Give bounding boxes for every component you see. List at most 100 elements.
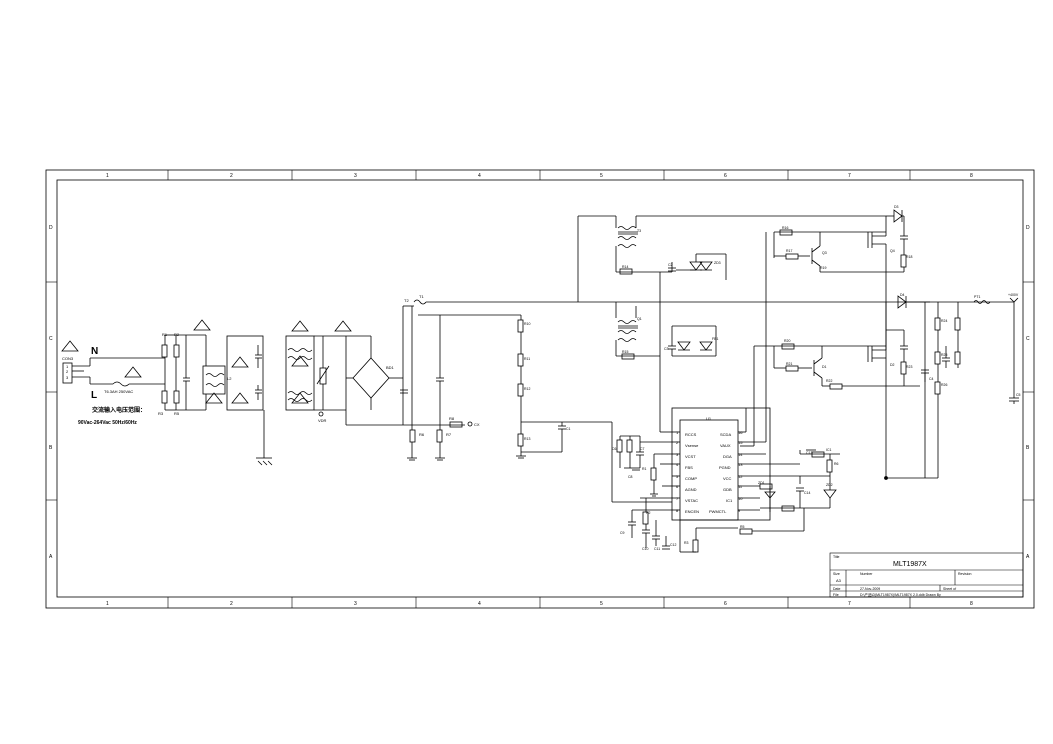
ref-label: R19	[820, 266, 826, 270]
ref-label: R26	[941, 383, 947, 387]
label-L2: T1	[419, 294, 424, 299]
drawing-title: MLT1987X	[893, 561, 927, 568]
ref-label: R5	[740, 525, 745, 529]
ic-pin-num: 16	[738, 430, 743, 435]
resistor	[692, 539, 699, 553]
transistor-q1	[811, 245, 821, 267]
ref-label: R25	[941, 353, 947, 357]
col-label: 2	[230, 173, 233, 179]
ic-pin-num: 8	[676, 508, 679, 513]
ref-label: D4	[900, 293, 905, 297]
label-R5: R5	[174, 411, 180, 416]
mosfet-q4	[867, 346, 886, 362]
resistor	[626, 439, 633, 453]
ic-pin-label: IC1	[726, 498, 733, 503]
ic-pin-label: SCDA	[720, 432, 731, 437]
resistor	[934, 381, 941, 395]
label-R3: R3	[158, 411, 164, 416]
col-label: 2	[230, 601, 233, 607]
zener-diode	[699, 261, 713, 271]
resistor	[785, 365, 799, 372]
ic-pin-num: 2	[676, 440, 679, 445]
resistor	[409, 429, 416, 443]
inductor-l2	[413, 299, 427, 305]
input-connector	[62, 362, 73, 384]
ref-label: Q1	[637, 317, 642, 321]
label-R6: R6	[419, 432, 425, 437]
resistor	[781, 343, 795, 350]
resistor	[900, 254, 907, 268]
ic-pin-num: 14	[738, 452, 743, 457]
ic-pin-num: 15	[738, 440, 743, 445]
input-section	[61, 299, 578, 466]
ref-label: R22	[826, 379, 832, 383]
ref-label: C11	[654, 547, 660, 551]
transistor-q3	[813, 357, 823, 379]
resistor	[934, 351, 941, 365]
row-label: B	[1026, 445, 1030, 451]
row-label: A	[1026, 554, 1030, 560]
ref-label: D3	[894, 205, 899, 209]
size-value: A3	[836, 578, 842, 583]
live-label: L	[91, 390, 97, 401]
ref-label: R10	[524, 322, 530, 326]
fuse-rating: T6.3AH 250VAC	[104, 389, 133, 394]
resistor	[517, 433, 524, 447]
ic-pin-num: 9	[738, 508, 741, 513]
col-label: 1	[106, 173, 109, 179]
label-BD1: BD1	[386, 365, 395, 370]
revision-label: Revision	[958, 572, 971, 576]
ic-pin-num: 5	[676, 474, 679, 479]
input-range-title: 交流输入电压范围：	[92, 406, 146, 414]
output-label: +400V	[1008, 293, 1019, 297]
resistor	[829, 383, 843, 390]
ref-label: FB1	[712, 337, 718, 341]
resistor	[739, 528, 753, 535]
ic-pin-num: 1	[676, 430, 679, 435]
file-value: D:\产品\D(MLT1987X)\MLT1987X 2.0.ddb Drawn…	[860, 592, 941, 597]
date-label: Date	[833, 587, 840, 591]
resistor	[759, 483, 773, 490]
choke-l1	[202, 365, 226, 395]
warning-icon	[193, 319, 211, 331]
col-label: 7	[848, 173, 851, 179]
ic-pin-num: 13	[738, 462, 743, 467]
warning-icon	[291, 320, 309, 332]
ref-label: R1	[642, 467, 647, 471]
ic-pin-label: FBS	[685, 465, 693, 470]
resistor	[642, 511, 649, 525]
resistor	[954, 351, 961, 365]
transformer-t2	[617, 226, 637, 230]
ref-label: R12	[524, 387, 530, 391]
output-connector-label: PT1	[974, 295, 980, 299]
lower-stage	[615, 295, 920, 447]
title-block	[829, 552, 1024, 598]
ic-pin-label: VCC	[723, 476, 732, 481]
ref-label: C7	[640, 447, 645, 451]
ic-pin-label: PGND	[719, 465, 731, 470]
resistor	[900, 361, 907, 375]
pin-label: 3	[66, 375, 69, 380]
col-label: 6	[724, 601, 727, 607]
ref-label: C6	[612, 447, 617, 451]
ref-label: R3	[684, 541, 689, 545]
inner-border	[56, 179, 1024, 598]
label-VDR: VDR	[318, 418, 327, 423]
label-L1: L2	[227, 376, 232, 381]
resistor	[173, 344, 180, 358]
ref-label: C3	[664, 347, 669, 351]
filter-block	[226, 335, 264, 411]
ic-pin-num: 12	[738, 474, 743, 479]
ic-pin-label: Vsense	[685, 443, 699, 448]
resistor	[161, 344, 168, 358]
connector-label: CON3	[62, 356, 74, 361]
ref-label: Q4	[890, 249, 895, 253]
ic-pin-label: AGND	[685, 487, 697, 492]
resistor	[517, 383, 524, 397]
bridge-rectifier	[352, 357, 390, 399]
resistor	[621, 353, 635, 360]
warning-icon	[231, 392, 249, 404]
file-label: File	[833, 593, 839, 597]
column-dividers	[46, 170, 1034, 608]
